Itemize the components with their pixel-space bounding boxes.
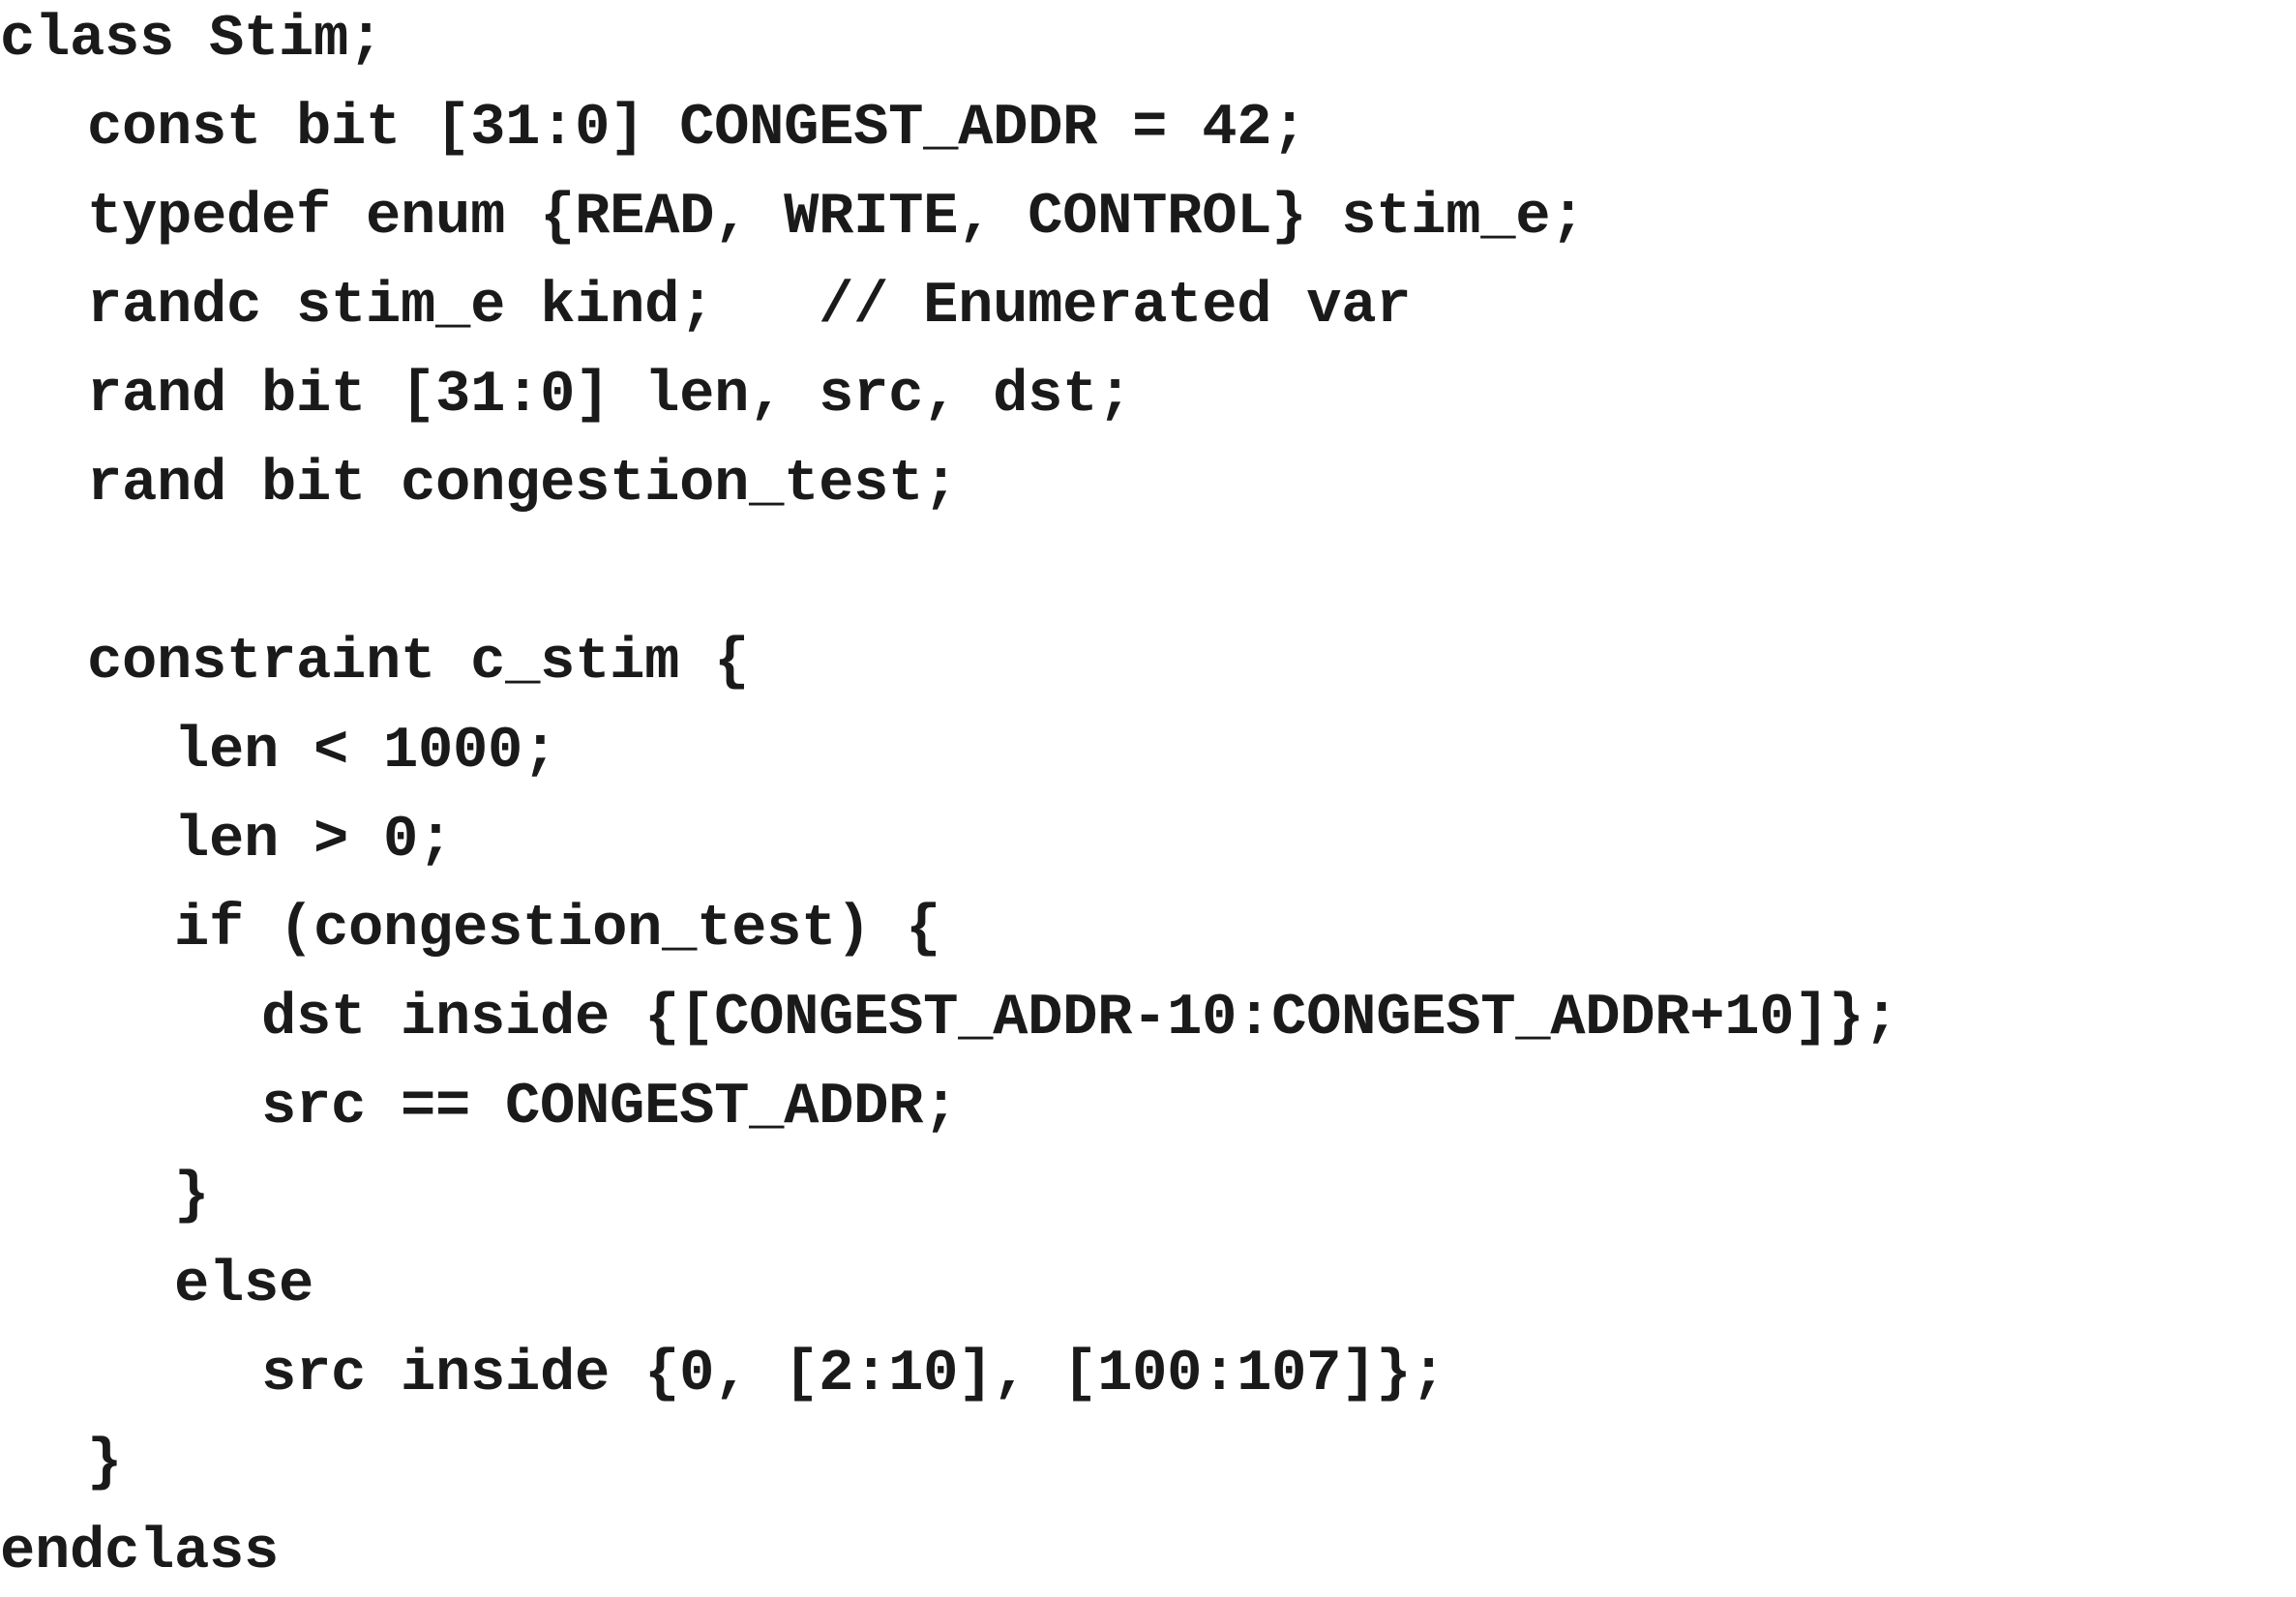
code-line-if-close: } bbox=[174, 1164, 210, 1229]
code-line-randc: randc stim_e kind; // Enumerated var bbox=[87, 274, 1412, 340]
code-line-constraint-close: } bbox=[87, 1431, 123, 1496]
code-line-src-inside: src inside {0, [2:10], [100:107]}; bbox=[261, 1342, 1446, 1407]
code-line-constraint: constraint c_stim { bbox=[87, 630, 750, 695]
code-line-rand-congestion: rand bit congestion_test; bbox=[87, 452, 959, 518]
code-line-class-decl: class Stim; bbox=[0, 7, 384, 73]
code-line-dst-inside: dst inside {[CONGEST_ADDR-10:CONGEST_ADD… bbox=[261, 986, 1899, 1051]
code-line-const: const bit [31:0] CONGEST_ADDR = 42; bbox=[87, 96, 1307, 162]
code-line-else: else bbox=[174, 1253, 314, 1318]
code-line-typedef: typedef enum {READ, WRITE, CONTROL} stim… bbox=[87, 185, 1586, 251]
code-listing: class Stim; const bit [31:0] CONGEST_ADD… bbox=[0, 7, 1899, 1585]
code-line-rand-bits: rand bit [31:0] len, src, dst; bbox=[87, 363, 1133, 429]
code-line-if: if (congestion_test) { bbox=[174, 897, 941, 962]
code-line-endclass: endclass bbox=[0, 1520, 280, 1585]
code-line-src-eq: src == CONGEST_ADDR; bbox=[261, 1075, 959, 1140]
code-line-blank bbox=[0, 529, 87, 618]
code-line-len-lt: len < 1000; bbox=[174, 719, 558, 784]
code-line-len-gt: len > 0; bbox=[174, 808, 454, 873]
